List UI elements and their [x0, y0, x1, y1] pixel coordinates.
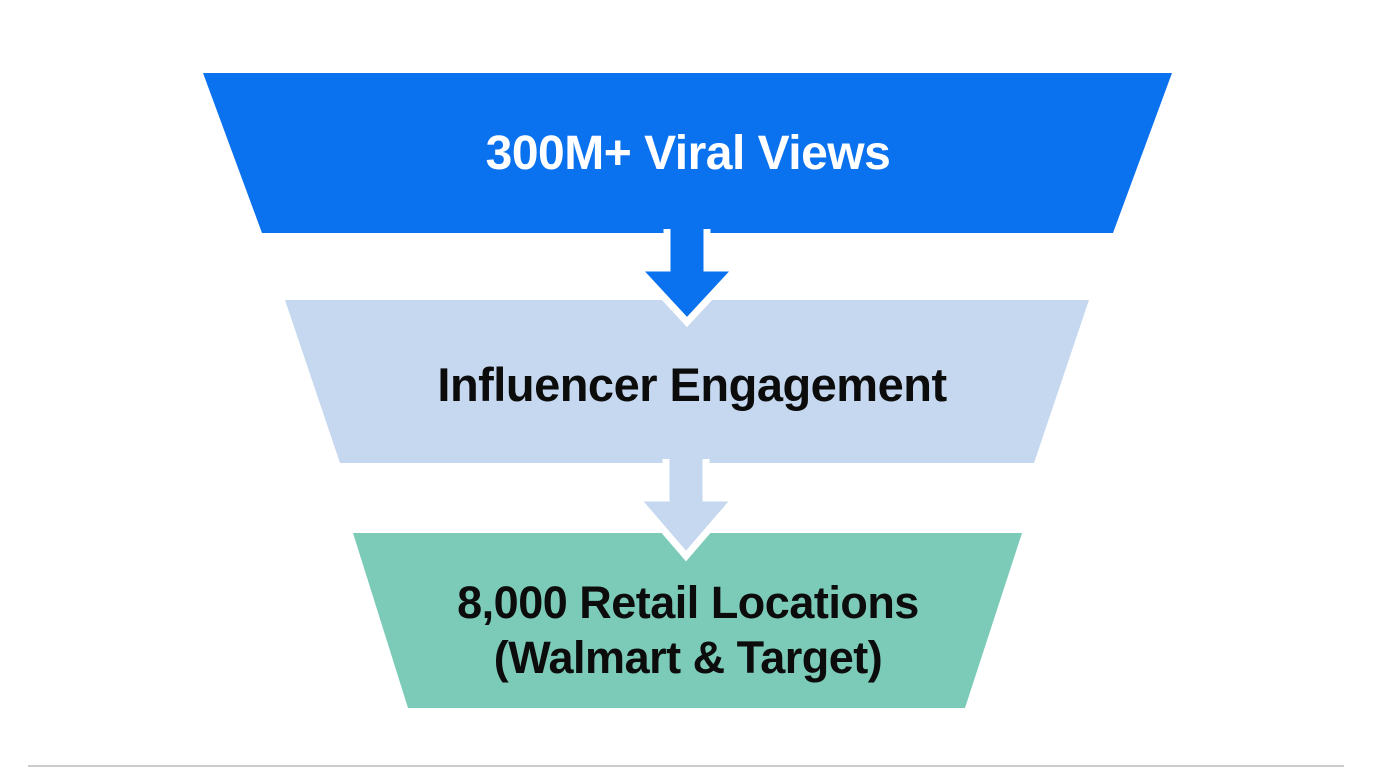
bottom-edge-line	[28, 765, 1344, 767]
stage-3-label-line-1: 8,000 Retail Locations	[457, 577, 919, 628]
stage-3-label-line-2: (Walmart & Target)	[493, 632, 883, 684]
funnel-stage-3-shape	[353, 533, 1022, 708]
funnel-stage-1-label: 300M+ Viral Views	[486, 125, 891, 183]
funnel-stage-1-shape	[203, 73, 1172, 233]
arrow-down-icon-2	[628, 459, 744, 562]
stage-2-label-text: Influencer Engagement	[437, 358, 947, 411]
funnel-stage-3-label: 8,000 Retail Locations (Walmart & Target…	[457, 575, 919, 686]
arrow-down-icon-1	[628, 229, 746, 328]
funnel-stage-2-label: Influencer Engagement	[437, 357, 947, 413]
funnel-stage-2-shape	[285, 300, 1089, 463]
stage-1-label-text: 300M+ Viral Views	[485, 127, 891, 180]
